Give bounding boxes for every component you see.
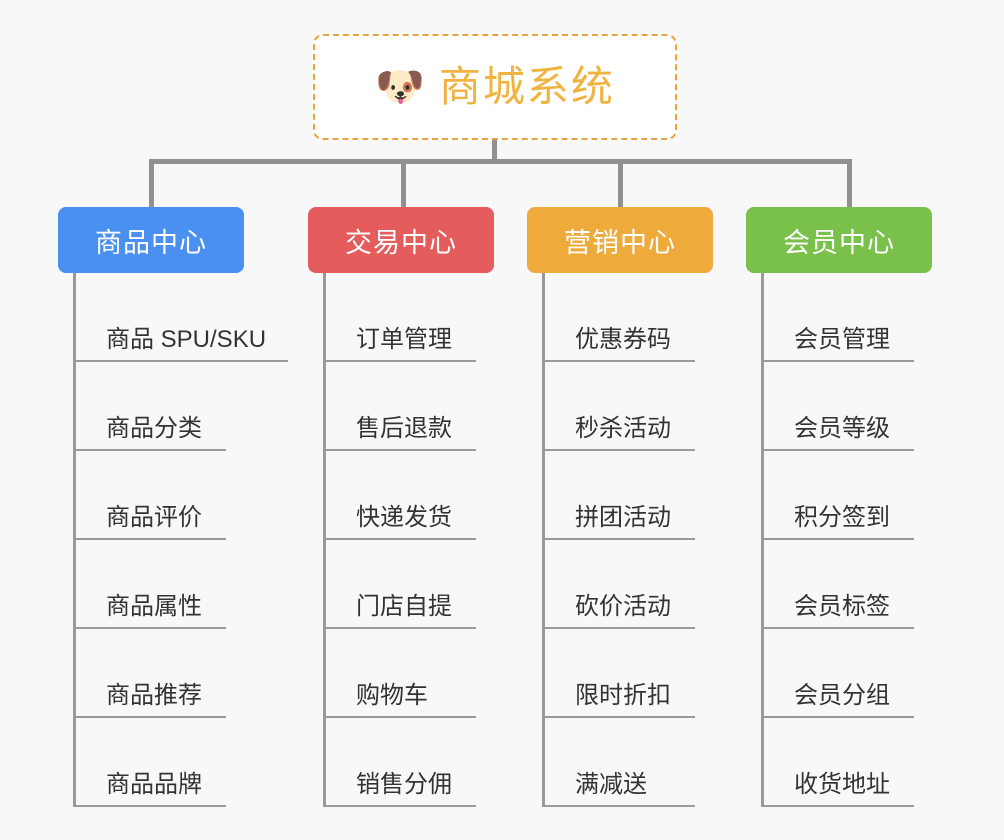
leaf-item-label: 满减送	[575, 771, 647, 799]
leaf-item[interactable]: 商品 SPU/SKU	[76, 273, 289, 362]
leaf-item-label: 销售分佣	[356, 771, 452, 799]
category-header-label: 会员中心	[783, 227, 895, 258]
connector-drop-trade-center	[401, 159, 406, 207]
category-header-trade-center[interactable]: 交易中心	[308, 207, 494, 273]
leaf-item[interactable]: 拼团活动	[545, 451, 695, 540]
connector-root-stem	[492, 140, 497, 164]
leaf-item-label: 会员标签	[794, 593, 890, 621]
leaf-item-label: 优惠券码	[575, 326, 671, 354]
leaf-item-label: 积分签到	[794, 504, 890, 532]
branch-member-center: 会员管理会员等级积分签到会员标签会员分组收货地址	[761, 273, 932, 807]
connector-drop-product-center	[149, 159, 154, 207]
category-header-label: 商品中心	[95, 227, 207, 258]
column-marketing-center: 营销中心优惠券码秒杀活动拼团活动砍价活动限时折扣满减送	[527, 207, 713, 807]
leaf-item[interactable]: 商品评价	[76, 451, 226, 540]
leaf-item-label: 秒杀活动	[575, 415, 671, 443]
leaf-item-label: 砍价活动	[575, 593, 671, 621]
leaf-item-label: 会员管理	[794, 326, 890, 354]
leaf-item-label: 拼团活动	[575, 504, 671, 532]
leaf-item[interactable]: 快递发货	[326, 451, 476, 540]
branch-marketing-center: 优惠券码秒杀活动拼团活动砍价活动限时折扣满减送	[542, 273, 713, 807]
leaf-item-label: 售后退款	[356, 415, 452, 443]
category-header-marketing-center[interactable]: 营销中心	[527, 207, 713, 273]
leaf-item-label: 商品评价	[106, 504, 202, 532]
connector-horizontal-bar	[149, 159, 852, 164]
branch-trade-center: 订单管理售后退款快递发货门店自提购物车销售分佣	[323, 273, 494, 807]
leaf-item-label: 商品品牌	[106, 771, 202, 799]
leaf-item[interactable]: 限时折扣	[545, 629, 695, 718]
leaf-item[interactable]: 会员等级	[764, 362, 914, 451]
connector-drop-member-center	[847, 159, 852, 207]
leaf-item-label: 商品 SPU/SKU	[106, 326, 267, 354]
leaf-item-label: 商品推荐	[106, 682, 202, 710]
column-trade-center: 交易中心订单管理售后退款快递发货门店自提购物车销售分佣	[308, 207, 494, 807]
leaf-item[interactable]: 售后退款	[326, 362, 476, 451]
leaf-item[interactable]: 商品属性	[76, 540, 226, 629]
column-member-center: 会员中心会员管理会员等级积分签到会员标签会员分组收货地址	[746, 207, 932, 807]
leaf-item-label: 订单管理	[356, 326, 452, 354]
leaf-item[interactable]: 商品分类	[76, 362, 226, 451]
root-node[interactable]: 🐶 商城系统	[313, 34, 677, 140]
leaf-item[interactable]: 会员分组	[764, 629, 914, 718]
leaf-item-label: 收货地址	[794, 771, 890, 799]
leaf-item[interactable]: 会员管理	[764, 273, 914, 362]
leaf-item-label: 限时折扣	[575, 682, 671, 710]
leaf-item-label: 会员分组	[794, 682, 890, 710]
leaf-item-label: 门店自提	[356, 593, 452, 621]
leaf-item[interactable]: 秒杀活动	[545, 362, 695, 451]
leaf-item[interactable]: 会员标签	[764, 540, 914, 629]
leaf-item[interactable]: 积分签到	[764, 451, 914, 540]
leaf-item[interactable]: 商品品牌	[76, 718, 226, 807]
category-header-product-center[interactable]: 商品中心	[58, 207, 244, 273]
leaf-item-label: 购物车	[356, 682, 428, 710]
category-header-member-center[interactable]: 会员中心	[746, 207, 932, 273]
branch-product-center: 商品 SPU/SKU 商品分类商品评价商品属性商品推荐商品品牌	[73, 273, 289, 807]
leaf-item[interactable]: 收货地址	[764, 718, 914, 807]
leaf-item-label: 会员等级	[794, 415, 890, 443]
leaf-item[interactable]: 砍价活动	[545, 540, 695, 629]
leaf-item[interactable]: 门店自提	[326, 540, 476, 629]
leaf-item-label: 快递发货	[356, 504, 452, 532]
category-header-label: 交易中心	[345, 227, 457, 258]
leaf-item[interactable]: 优惠券码	[545, 273, 695, 362]
shiba-dog-face-icon: 🐶	[375, 65, 425, 109]
leaf-item[interactable]: 满减送	[545, 718, 695, 807]
leaf-item[interactable]: 订单管理	[326, 273, 476, 362]
root-title: 商城系统	[438, 63, 615, 110]
leaf-item-label: 商品属性	[106, 593, 202, 621]
category-header-label: 营销中心	[564, 227, 676, 258]
leaf-item[interactable]: 商品推荐	[76, 629, 226, 718]
leaf-item[interactable]: 销售分佣	[326, 718, 476, 807]
leaf-item-label: 商品分类	[106, 415, 202, 443]
column-product-center: 商品中心商品 SPU/SKU 商品分类商品评价商品属性商品推荐商品品牌	[58, 207, 289, 807]
connector-drop-marketing-center	[618, 159, 623, 207]
leaf-item[interactable]: 购物车	[326, 629, 476, 718]
